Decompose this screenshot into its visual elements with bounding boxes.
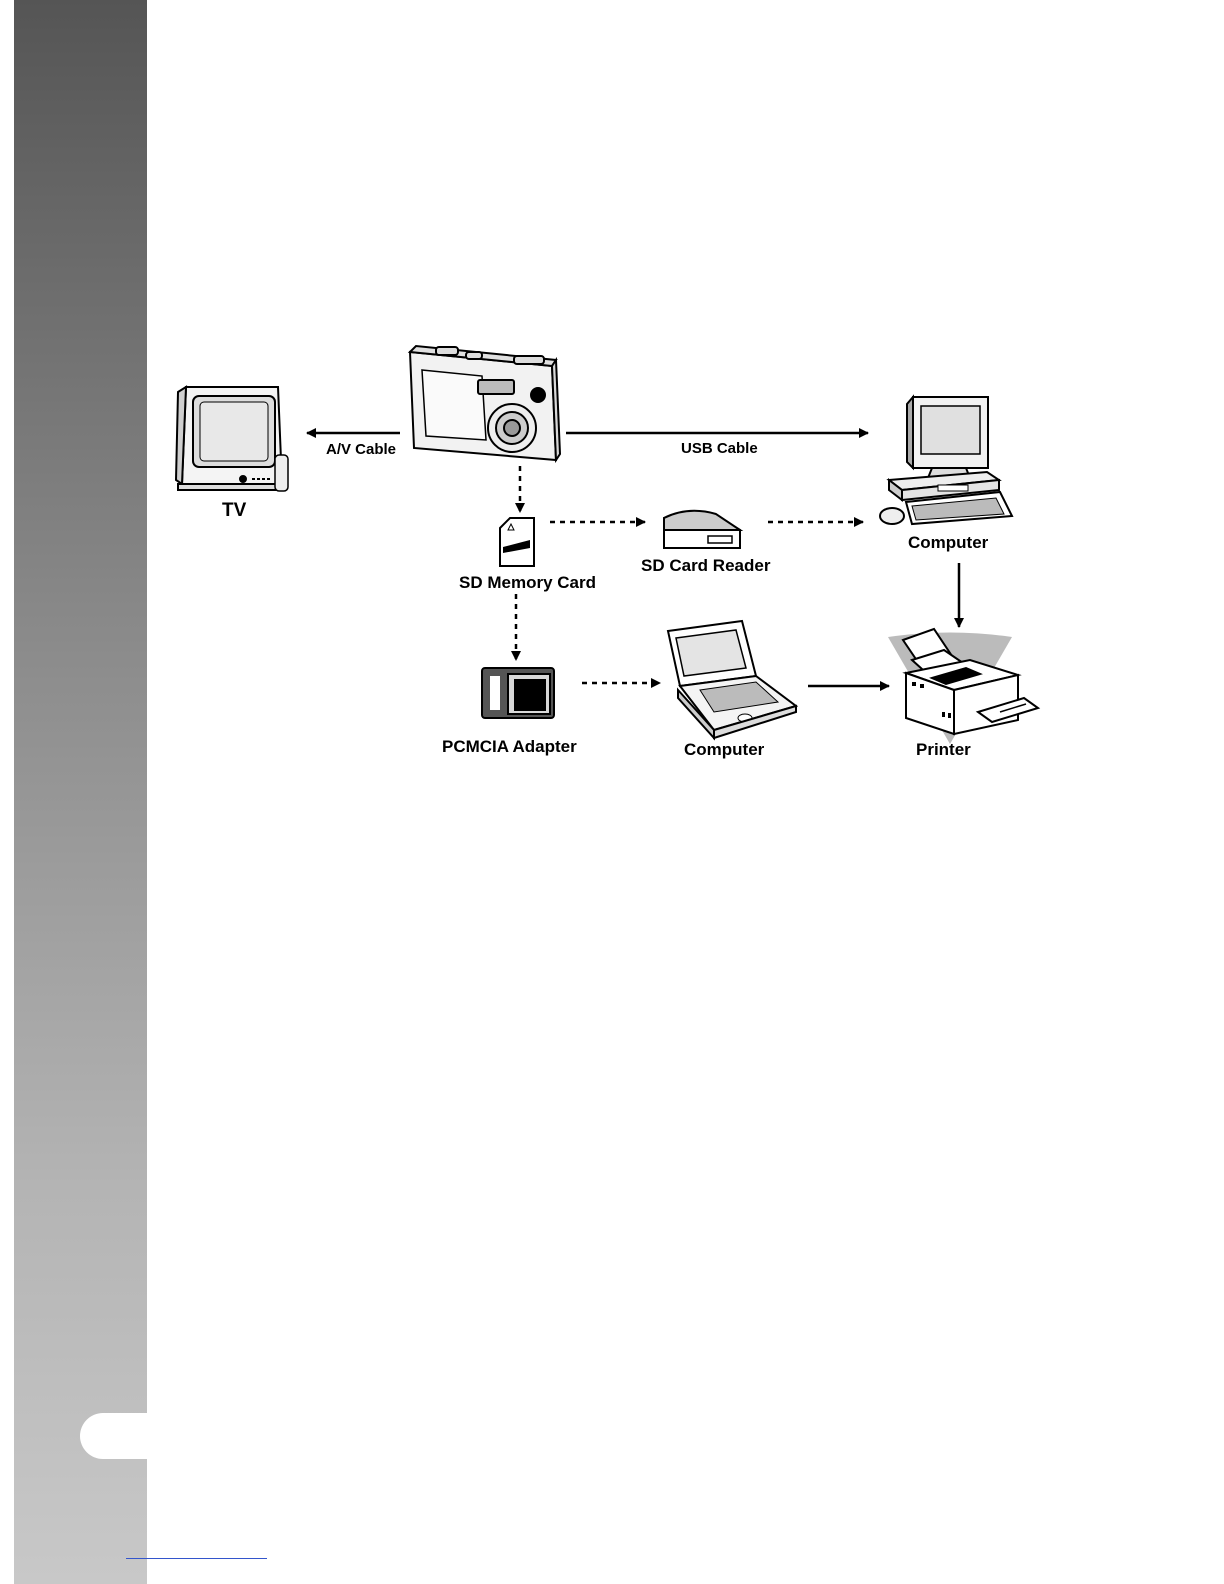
connection-arrows — [307, 433, 959, 686]
usb-cable-label: USB Cable — [681, 440, 758, 457]
pcmcia-adapter-icon — [482, 668, 554, 718]
laptop-computer-label: Computer — [684, 740, 764, 760]
tv-icon — [176, 387, 288, 491]
pcmcia-adapter-label: PCMCIA Adapter — [442, 737, 577, 757]
sd-card-label: SD Memory Card — [459, 573, 596, 593]
desktop-computer-label: Computer — [908, 533, 988, 553]
av-cable-label: A/V Cable — [326, 441, 396, 458]
camera-icon — [410, 346, 560, 460]
sd-card-icon — [500, 518, 534, 566]
laptop-icon — [668, 621, 796, 738]
tv-label: TV — [222, 500, 246, 522]
printer-label: Printer — [916, 740, 971, 760]
card-reader-icon — [664, 511, 740, 548]
desktop-computer-icon — [880, 397, 1012, 524]
printer-icon — [888, 629, 1038, 744]
card-reader-label: SD Card Reader — [641, 556, 770, 576]
